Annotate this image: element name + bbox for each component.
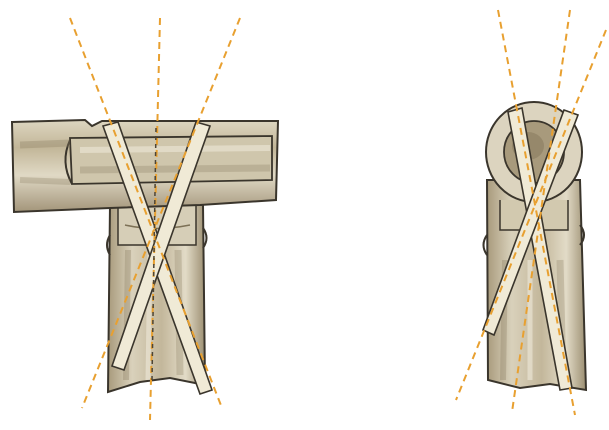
t-joint-view: [12, 18, 278, 420]
end-joint-view: [456, 10, 606, 415]
